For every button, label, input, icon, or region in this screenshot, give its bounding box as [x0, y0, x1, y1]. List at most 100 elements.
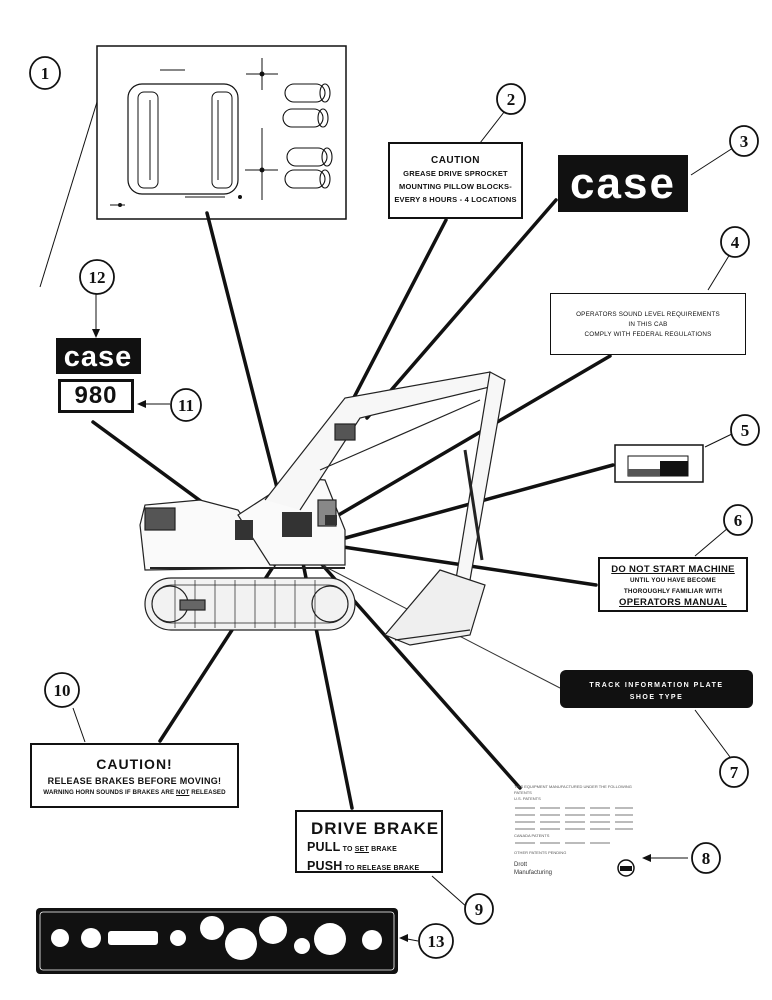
decal-6-do-not-start: DO NOT START MACHINE UNTIL YOU HAVE BECO…	[598, 557, 748, 612]
decal-12-text: case	[64, 341, 133, 373]
leader-thin-2	[479, 106, 509, 144]
pedal-cylinders	[282, 83, 333, 189]
decal-9-push-row: PUSH TO RELEASE BRAKE	[307, 858, 441, 877]
decal-9-brake-2: BRAKE	[393, 865, 420, 872]
panel-knob-5	[225, 928, 257, 960]
callout-circle-5	[730, 414, 760, 446]
panel-knob-6	[259, 916, 287, 944]
callout-3: 3	[740, 132, 749, 151]
decal-2-line-3: EVERY 8 HOURS - 4 LOCATIONS	[394, 195, 517, 204]
leader-thin-10	[72, 707, 86, 743]
leader-thin-4	[707, 253, 731, 291]
decal-10-line-2: WARNING HORN SOUNDS IF BRAKES ARE NOT RE…	[32, 788, 237, 798]
callout-4: 4	[731, 233, 740, 252]
decal-2-title: CAUTION	[430, 155, 481, 166]
callout-13: 13	[428, 932, 445, 951]
tracks	[144, 577, 356, 631]
decal-5-nameplate	[614, 444, 704, 483]
callout-1: 1	[41, 64, 50, 83]
callout-8: 8	[702, 849, 711, 868]
decal-10-release-brakes: CAUTION! RELEASE BRAKES BEFORE MOVING! W…	[30, 743, 239, 808]
decal-9-release: RELEASE	[356, 865, 392, 872]
decal-8-other: OTHER PATENTS PENDING	[514, 850, 567, 855]
panel-knob-3	[170, 930, 186, 946]
decal-8-plate-artwork	[515, 807, 635, 877]
decal-3-text: case	[570, 159, 676, 208]
callout-5: 5	[741, 421, 750, 440]
panel-knob-8	[314, 923, 346, 955]
callout-circle-6	[723, 504, 753, 536]
decal-6-line-1: DO NOT START MACHINE	[611, 564, 735, 575]
decal-1-control-pattern	[96, 45, 347, 220]
decal-3-case-logo: case	[558, 155, 688, 212]
arrowhead-12	[92, 329, 100, 338]
decal-7-line-2: SHOE TYPE	[629, 694, 684, 701]
decal-2-grease-caution: CAUTION GREASE DRIVE SPROCKET MOUNTING P…	[388, 142, 523, 219]
decal-6-line-4: OPERATORS MANUAL	[619, 597, 727, 608]
arrowhead-13	[399, 934, 408, 942]
decal-4-line-2: IN THIS CAB	[628, 321, 668, 328]
cab-decals	[235, 512, 337, 540]
panel-knob-7	[294, 938, 310, 954]
decal-10-line-2a: WARNING HORN SOUNDS IF BRAKES ARE	[43, 789, 175, 796]
armrest-left	[137, 91, 159, 189]
boom-and-arm	[264, 371, 506, 586]
decal-8-patent-plate: THIS EQUIPMENT MANUFACTURED UNDER THE FO…	[508, 778, 644, 886]
boom-decal	[334, 423, 356, 441]
callout-circle-4	[720, 226, 750, 258]
decal-4-line-1: OPERATORS SOUND LEVEL REQUIREMENTS	[576, 311, 720, 318]
leader-thin-6	[694, 527, 729, 557]
panel-knob-1	[51, 929, 69, 947]
decal-11-model-980: 980	[58, 379, 134, 413]
callout-2: 2	[507, 90, 516, 109]
decal-9-set: SET	[354, 846, 369, 853]
decal-9-drive-brake: DRIVE BRAKE PULL TO SET BRAKE PUSH TO RE…	[295, 810, 443, 873]
callout-circle-12	[79, 259, 115, 295]
panel-knob-9	[362, 930, 382, 950]
callout-circle-3	[729, 125, 759, 157]
decal-9-title: DRIVE BRAKE	[311, 819, 440, 838]
panel-knob-4	[200, 916, 224, 940]
seat-outline	[127, 83, 239, 195]
decal-10-not: NOT	[176, 789, 190, 796]
decal-4-sound-level: OPERATORS SOUND LEVEL REQUIREMENTS IN TH…	[550, 293, 746, 355]
decal-13-switch-panel	[36, 908, 398, 974]
leader-4	[328, 354, 612, 522]
armrest-right	[211, 91, 233, 189]
decal-8-canada: CANADA PATENTS	[514, 833, 550, 838]
decal-6-line-2: UNTIL YOU HAVE BECOME	[629, 577, 717, 584]
decal-12-case-logo: case	[56, 338, 141, 374]
decal-9-to-1: TO	[342, 846, 353, 853]
callout-circle-13	[418, 923, 454, 959]
decal-8-company-1: Drott	[514, 862, 528, 868]
decal-9-pull-row: PULL TO SET BRAKE	[307, 839, 441, 858]
decal-7-track-plate: TRACK INFORMATION PLATE SHOE TYPE	[560, 670, 753, 708]
decal-8-company-2: Manufacturing	[514, 870, 553, 876]
arrowheads	[92, 329, 651, 942]
direction-arrows	[110, 58, 278, 206]
panel-slot	[108, 931, 158, 945]
decal-7-body	[560, 670, 753, 708]
callout-10: 10	[54, 681, 71, 700]
decal-9-push: PUSH	[307, 859, 343, 873]
callout-circle-7	[719, 756, 749, 788]
panel-knob-2	[81, 928, 101, 948]
callout-circle-2	[496, 83, 526, 115]
callout-circle-10	[44, 672, 80, 708]
leader-1	[205, 211, 289, 529]
callout-11: 11	[178, 396, 194, 415]
excavator-illustration	[139, 371, 506, 646]
decal-2-line-1: GREASE DRIVE SPROCKET	[403, 169, 508, 178]
callout-circle-8	[691, 842, 721, 874]
callout-circle-11	[170, 388, 202, 422]
callout-7: 7	[730, 763, 739, 782]
callout-circle-9	[464, 893, 494, 925]
arrowhead-8	[642, 854, 651, 862]
leader-thin-7	[694, 709, 731, 758]
leader-thin-1	[39, 101, 98, 288]
callout-6: 6	[734, 511, 743, 530]
leader-thin-3	[690, 145, 737, 176]
decal-10-line-2b: RELEASED	[191, 789, 226, 796]
